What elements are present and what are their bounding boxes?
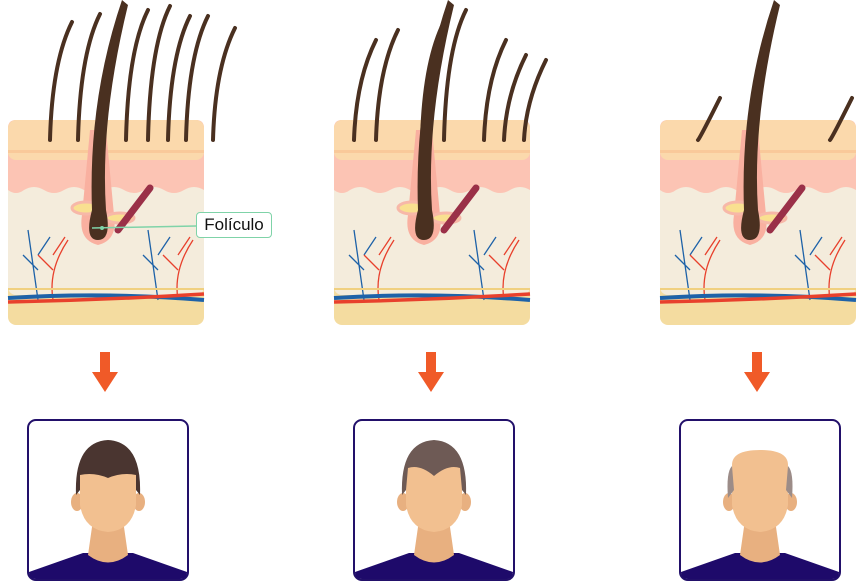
hair-strand: [352, 38, 378, 142]
hair-strand: [101, 6, 127, 142]
hair-strand: [184, 14, 210, 142]
hair-shaft-main: [741, 0, 780, 240]
hair-strand: [211, 26, 237, 142]
hair-strand: [482, 38, 508, 142]
skin-cross-section-3: [659, 0, 857, 325]
shirt: [29, 553, 187, 579]
hair: [75, 440, 141, 495]
hair-strand: [124, 8, 150, 142]
fat-line: [8, 288, 204, 290]
hair-strand: [420, 20, 446, 142]
vein-branch: [22, 229, 51, 301]
neck: [740, 520, 780, 563]
hair: [786, 466, 793, 498]
portrait-3: [679, 419, 841, 581]
vein-branch: [348, 229, 377, 301]
hair-strand: [76, 12, 102, 142]
arrector-pili-muscle: [114, 184, 154, 234]
fat-line: [334, 288, 530, 290]
neck: [88, 520, 128, 563]
hair-shaft-main: [89, 0, 128, 240]
portrait-1: [27, 419, 189, 581]
down-arrow-icon: [92, 352, 118, 392]
follicle-label-dot: [100, 226, 104, 230]
vein-branch: [468, 229, 497, 301]
vein-main: [7, 293, 205, 302]
shirt: [681, 553, 839, 579]
hair-strand: [442, 8, 468, 142]
down-arrow-icon: [418, 352, 444, 392]
arrector-pili-muscle: [440, 184, 480, 234]
hair-strand: [522, 58, 548, 142]
vein-main: [333, 293, 531, 302]
hair-strand: [828, 96, 854, 142]
artery-main: [7, 292, 205, 304]
hair-strand: [374, 28, 400, 142]
hair-strand: [502, 53, 528, 142]
artery-main: [659, 292, 857, 304]
portrait-2: [353, 419, 515, 581]
vein-branch: [142, 229, 171, 301]
artery-main: [333, 292, 531, 304]
hair-strand: [146, 4, 172, 142]
skin-cross-section-1: [7, 0, 237, 325]
hair-strand: [48, 20, 74, 142]
down-arrow-icon: [744, 352, 770, 392]
hair-strand: [696, 96, 722, 142]
neck: [414, 520, 454, 563]
face: [732, 450, 788, 532]
follicle-label-text: Folículo: [204, 215, 264, 234]
skin-cross-section-2: [333, 0, 548, 325]
face: [406, 450, 462, 532]
hair: [401, 440, 467, 495]
shirt: [355, 553, 513, 579]
follicle-label-line: [91, 225, 197, 229]
follicle-label: Folículo: [196, 212, 272, 238]
hair-shaft-main: [415, 0, 454, 240]
fat-line: [660, 288, 856, 290]
vein-branch: [794, 229, 823, 301]
hair-strand: [166, 14, 192, 142]
arrector-pili-muscle: [766, 184, 806, 234]
vein-branch: [674, 229, 703, 301]
hair: [727, 466, 734, 498]
vein-main: [659, 293, 857, 302]
